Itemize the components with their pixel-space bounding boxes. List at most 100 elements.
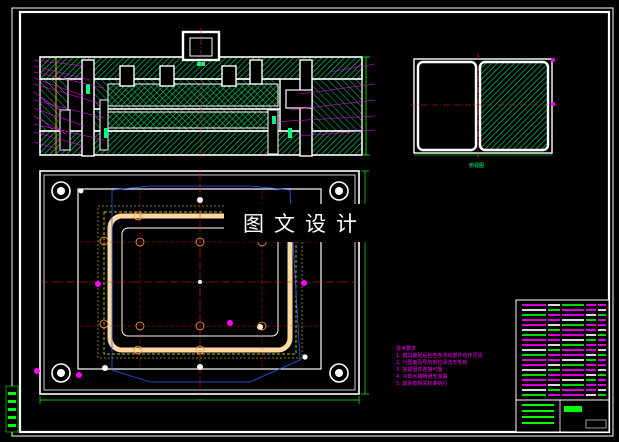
- parts-list-row: [520, 323, 608, 328]
- parts-list-cell: [522, 329, 546, 331]
- parts-list-cell: [522, 374, 546, 376]
- parts-list-cell: [562, 304, 584, 306]
- parts-list-cell: [548, 379, 560, 381]
- note-item: 2. 分型面及导向部位清洁无毛刺: [396, 360, 468, 366]
- title-block: [515, 299, 610, 433]
- parts-list-row: [520, 308, 608, 313]
- notes-list: 1. 模具装配后检查各活动部件动作灵活 2. 分型面及导向部位清洁无毛刺 3. …: [396, 353, 508, 388]
- parts-list-cell: [548, 339, 560, 341]
- parts-list-cell: [562, 374, 584, 376]
- parts-list-cell: [586, 359, 596, 361]
- note-item: 5. 其余按相关标准执行: [396, 381, 448, 387]
- parts-list-cell: [598, 309, 606, 311]
- parts-list-cell: [586, 369, 596, 371]
- parts-list-cell: [548, 354, 560, 356]
- parts-list-row: [520, 303, 608, 308]
- parts-list-cell: [522, 384, 546, 386]
- parts-list-cell: [598, 304, 606, 306]
- parts-list-cell: [598, 374, 606, 376]
- parts-list-cell: [598, 354, 606, 356]
- parts-list-cell: [598, 394, 606, 396]
- front-section-view: [39, 28, 370, 160]
- note-item: 3. 各紧固件连接可靠: [396, 367, 443, 373]
- parts-list-cell: [548, 319, 560, 321]
- parts-list-cell: [548, 384, 560, 386]
- watermark: 图文设计: [224, 204, 386, 242]
- parts-list-cell: [562, 309, 584, 311]
- parts-list-cell: [548, 304, 560, 306]
- parts-list-cell: [598, 369, 606, 371]
- parts-list-cell: [522, 314, 546, 316]
- parts-list-cell: [586, 329, 596, 331]
- parts-list-cell: [522, 354, 546, 356]
- parts-list-row: [520, 328, 608, 333]
- parts-list-cell: [562, 379, 584, 381]
- parts-list-cell: [522, 304, 546, 306]
- parts-list-cell: [548, 364, 560, 366]
- technical-notes: 技术要求 1. 模具装配后检查各活动部件动作灵活 2. 分型面及导向部位清洁无毛…: [396, 346, 508, 388]
- parts-list-cell: [598, 364, 606, 366]
- parts-list-cell: [598, 389, 606, 391]
- parts-list-cell: [586, 319, 596, 321]
- parts-list-row: [520, 388, 608, 393]
- parts-list-cell: [562, 364, 584, 366]
- parts-list-cell: [522, 344, 546, 346]
- parts-list-cell: [548, 324, 560, 326]
- parts-list-row: [520, 378, 608, 383]
- parts-list-cell: [522, 379, 546, 381]
- parts-list-cell: [598, 319, 606, 321]
- parts-list-cell: [598, 344, 606, 346]
- parts-list-cell: [548, 394, 560, 396]
- note-item: 4. 冷却水路畅通无渗漏: [396, 374, 448, 380]
- parts-list-cell: [548, 349, 560, 351]
- parts-list-cell: [598, 329, 606, 331]
- parts-list-cell: [562, 334, 584, 336]
- parts-list-cell: [598, 334, 606, 336]
- parts-list-cell: [562, 349, 584, 351]
- parts-list-row: [520, 333, 608, 338]
- parts-list-cell: [548, 309, 560, 311]
- side-view-caption: 俯视图: [469, 163, 485, 169]
- parts-list-cell: [522, 339, 546, 341]
- parts-list-cell: [586, 354, 596, 356]
- parts-list-cell: [598, 359, 606, 361]
- parts-list-cell: [598, 349, 606, 351]
- parts-list-row: [520, 363, 608, 368]
- parts-list-cell: [586, 384, 596, 386]
- parts-list-cell: [598, 339, 606, 341]
- parts-list-cell: [548, 389, 560, 391]
- parts-list-cell: [562, 339, 584, 341]
- parts-list-cell: [562, 369, 584, 371]
- parts-list-cell: [522, 394, 546, 396]
- parts-list-cell: [586, 339, 596, 341]
- parts-list-cell: [598, 379, 606, 381]
- part-leaders-left: [33, 59, 105, 151]
- parts-list-cell: [586, 334, 596, 336]
- parts-list-cell: [562, 359, 584, 361]
- parts-list-cell: [586, 309, 596, 311]
- parts-list-cell: [562, 394, 584, 396]
- parts-list-row: [520, 358, 608, 363]
- parts-list-cell: [562, 354, 584, 356]
- parts-list-cell: [562, 319, 584, 321]
- parts-list-cell: [548, 329, 560, 331]
- parts-list-cell: [522, 359, 546, 361]
- parts-list-row: [520, 318, 608, 323]
- parts-list-cell: [522, 389, 546, 391]
- parts-list-row: [520, 338, 608, 343]
- parts-list-cell: [586, 379, 596, 381]
- parts-list-row: [520, 393, 608, 398]
- parts-list-cell: [586, 389, 596, 391]
- parts-list-row: [520, 373, 608, 378]
- parts-list-cell: [562, 344, 584, 346]
- parts-list-cell: [548, 359, 560, 361]
- parts-list-cell: [586, 344, 596, 346]
- parts-list-row: [520, 383, 608, 388]
- note-item: 1. 模具装配后检查各活动部件动作灵活: [396, 353, 483, 359]
- parts-list-cell: [598, 324, 606, 326]
- parts-list-cell: [562, 389, 584, 391]
- parts-list-cell: [522, 319, 546, 321]
- sheet-frame: [11, 7, 614, 437]
- parts-list-cell: [562, 314, 584, 316]
